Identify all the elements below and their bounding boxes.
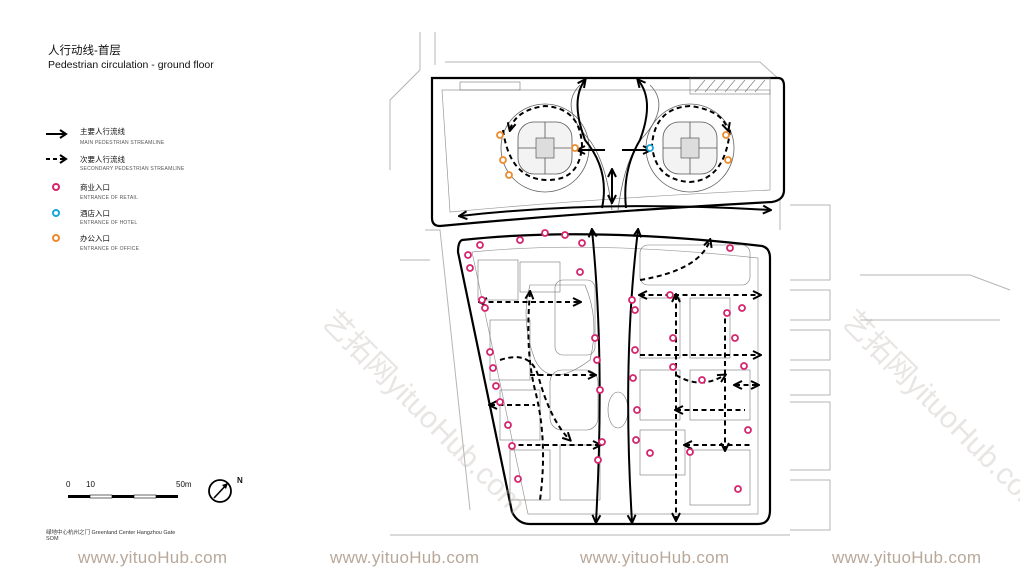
retail-entrance-symbol: [52, 183, 60, 191]
legend-hotel-cn: 酒店入口: [80, 209, 110, 218]
watermark-1: www.yituoHub.com: [78, 548, 228, 567]
secondary-streamlines: [480, 104, 760, 520]
north-arrow-icon: [208, 479, 232, 503]
scale-zero: 0: [66, 480, 71, 489]
credit-firm: SOM: [46, 536, 59, 542]
legend-retail-cn: 商业入口: [80, 183, 110, 192]
site-plan: [389, 32, 1011, 536]
scale-bar-graphic: [68, 494, 178, 499]
office-entrances: [496, 131, 732, 179]
credit-en: Greenland Center Hangzhou Gate: [91, 530, 176, 536]
watermark-3: www.yituoHub.com: [580, 548, 730, 567]
legend-main-cn: 主要人行流线: [80, 127, 125, 136]
hotel-entrances: [646, 144, 654, 152]
legend-symbols: [46, 129, 68, 242]
main-streamline-symbol: [46, 129, 68, 139]
legend-office-cn: 办公入口: [80, 234, 110, 243]
main-streamlines: [460, 80, 770, 522]
north-label: N: [237, 476, 243, 485]
scale-bar: 0 10 50m: [60, 480, 210, 510]
secondary-streamline-symbol: [46, 154, 68, 164]
legend: 主要人行流线 MAIN PEDESTRIAN STREAMLINE 次要人行流线…: [46, 126, 246, 256]
watermark-2: www.yituoHub.com: [330, 548, 480, 567]
scale-ten: 10: [86, 480, 95, 489]
office-entrance-symbol: [52, 234, 60, 242]
north-block: [430, 76, 786, 228]
watermark-4: www.yituoHub.com: [832, 548, 982, 567]
legend-secondary-en: SECONDARY PEDESTRIAN STREAMLINE: [80, 166, 185, 172]
scale-fifty: 50m: [176, 480, 192, 489]
title-chinese: 人行动线-首层: [48, 45, 121, 57]
legend-main-en: MAIN PEDESTRIAN STREAMLINE: [80, 140, 165, 146]
retail-entrances: [464, 229, 752, 493]
legend-hotel-en: ENTRANCE OF HOTEL: [80, 220, 138, 226]
legend-retail-en: ENTRANCE OF RETAIL: [80, 195, 138, 201]
credit-line: 绿地中心杭州之门 Greenland Center Hangzhou Gate: [46, 528, 175, 536]
legend-office-en: ENTRANCE OF OFFICE: [80, 246, 140, 252]
hotel-entrance-symbol: [52, 209, 60, 217]
legend-secondary-cn: 次要人行流线: [80, 155, 125, 164]
credit-cn: 绿地中心杭州之门: [46, 530, 91, 536]
title-english: Pedestrian circulation - ground floor: [48, 59, 214, 71]
